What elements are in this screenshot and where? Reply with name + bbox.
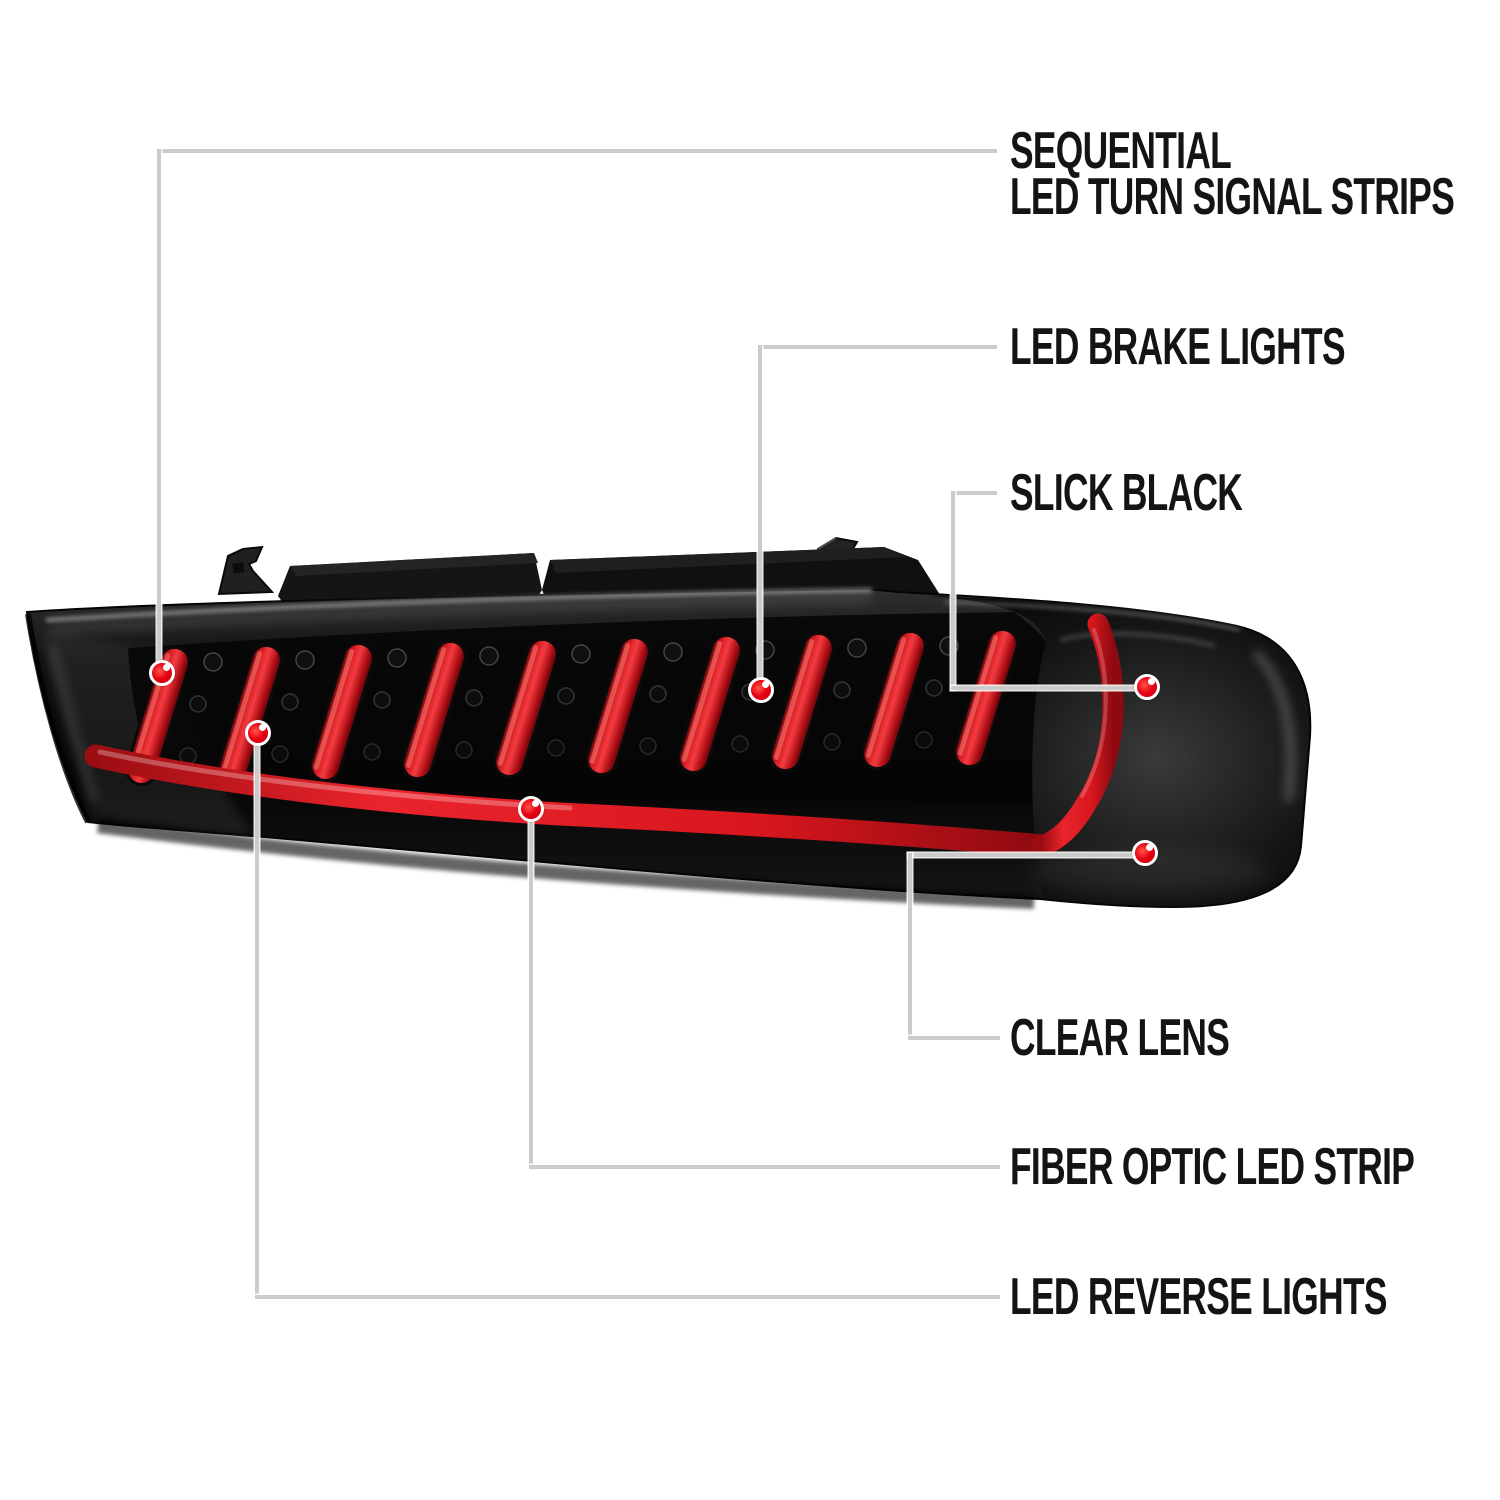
fiber-strip-sheen — [97, 749, 573, 811]
marker-reverse-dot — [245, 720, 271, 746]
connector-brake-h — [758, 345, 997, 349]
label-brake: LED BRAKE LIGHTS — [1010, 318, 1346, 376]
label-fiber-optic: FIBER OPTIC LED STRIP — [1010, 1138, 1415, 1196]
connector-brake-v — [758, 345, 762, 692]
mounting-tab-left — [217, 545, 275, 596]
label-reverse: LED REVERSE LIGHTS — [1010, 1268, 1387, 1326]
strip-highlights — [129, 635, 999, 774]
led-bulbs — [179, 636, 959, 765]
label-turn-signal-line2: LED TURN SIGNAL STRIPS — [1010, 168, 1455, 226]
connector-slick-black-v — [951, 491, 955, 690]
cap-red-strip — [1031, 613, 1124, 857]
cap-lower-sheen — [1030, 848, 1270, 896]
left-edge-rim — [25, 613, 91, 824]
connector-fiber-optic-h — [529, 1165, 1000, 1169]
cap-rim-highlight — [944, 600, 1241, 632]
fiber-optic-led-strip — [84, 744, 1054, 858]
connector-turn-signal-v — [157, 149, 161, 675]
connector-clear-lens-h1 — [908, 853, 1147, 857]
connector-clear-lens-v — [908, 853, 912, 1040]
left-edge-sheen — [47, 646, 99, 802]
marker-fiber-optic-dot — [518, 796, 544, 822]
marker-turn-signal-dot — [149, 660, 175, 686]
connector-clear-lens-h2 — [908, 1036, 1000, 1040]
connector-slick-black-h2 — [951, 686, 1149, 690]
cap-sheen — [1251, 648, 1296, 803]
marker-clear-lens-dot — [1132, 840, 1158, 866]
marker-brake-dot — [748, 677, 774, 703]
label-turn-signal-line1: SEQUENTIAL — [1010, 122, 1232, 180]
cap-strip-sheen — [1080, 628, 1108, 798]
connector-reverse-v — [255, 733, 259, 1299]
label-slick-black: SLICK BLACK — [1010, 464, 1243, 522]
connector-reverse-h — [255, 1295, 1000, 1299]
marker-slick-black-dot — [1134, 674, 1160, 700]
connector-fiber-optic-v — [529, 809, 533, 1169]
led-turn-signal-strips — [125, 627, 1019, 787]
connector-slick-black-h1 — [951, 491, 997, 495]
label-turn-signal: SEQUENTIAL LED TURN SIGNAL STRIPS — [1010, 122, 1455, 226]
cap-top-sheen — [1059, 631, 1216, 649]
connector-turn-signal-h — [157, 149, 997, 153]
label-clear-lens: CLEAR LENS — [1010, 1009, 1230, 1067]
